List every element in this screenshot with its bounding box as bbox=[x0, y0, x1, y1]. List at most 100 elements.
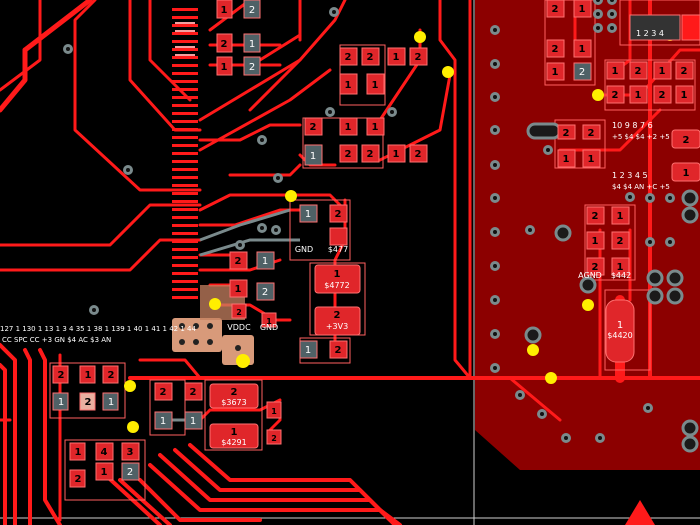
pin-label: 1 bbox=[249, 39, 255, 50]
pin-label: 1 bbox=[334, 269, 341, 280]
pin-label: 1 bbox=[372, 122, 379, 133]
pin-label: 1 bbox=[579, 44, 586, 55]
pin-label: 2 bbox=[659, 90, 666, 101]
pin-label: 1 bbox=[221, 62, 228, 73]
pin-label: 2 bbox=[367, 149, 374, 160]
net-label-3v3: +3V3 bbox=[326, 322, 348, 331]
pin-label: 1 bbox=[101, 467, 108, 478]
pin-label: 1 bbox=[345, 122, 352, 133]
pin-label: 1 bbox=[592, 236, 599, 247]
highlighted-via-group[interactable] bbox=[124, 29, 676, 433]
pin-label: 1 bbox=[681, 90, 688, 101]
pin-label: 2 bbox=[367, 52, 374, 63]
pin-label: 1 bbox=[617, 262, 624, 273]
pin-label: 3 bbox=[127, 447, 134, 458]
bottom-net-row: CC SPC CC +3 GN $4 AC $3 AN bbox=[2, 336, 111, 344]
right-pin-row-a: 1 2 3 4 bbox=[636, 29, 664, 38]
pin-label: 1 bbox=[235, 284, 242, 295]
net-label-4420: $4420 bbox=[607, 331, 632, 340]
pin-label: 1 bbox=[108, 397, 114, 408]
pin-number-labels: 1 2 2 1 1 2 2 2 1 2 1 1 1 1 2 1 2 2 1 2 … bbox=[58, 4, 690, 485]
pin-label: 2 bbox=[588, 128, 595, 139]
net-label-3673: $3673 bbox=[221, 398, 246, 407]
pin-label: 4 bbox=[101, 447, 108, 458]
pin-label: 1 bbox=[552, 67, 559, 78]
pin-label: 2 bbox=[335, 209, 342, 220]
pin-label: 2 bbox=[262, 287, 268, 298]
pin-label: 2 bbox=[231, 387, 238, 398]
pin-label: 1 bbox=[231, 427, 238, 438]
pin-label: 2 bbox=[127, 467, 133, 478]
pin-label: 2 bbox=[683, 135, 690, 146]
pin-label: 1 bbox=[372, 80, 379, 91]
net-label-vddc: VDDC bbox=[227, 323, 251, 332]
pin-label: 1 bbox=[659, 66, 666, 77]
pin-label: 1 bbox=[588, 154, 595, 165]
pin-label: 2 bbox=[310, 122, 317, 133]
pin-label: 1 bbox=[345, 80, 352, 91]
plane-marker bbox=[625, 500, 655, 525]
pin-label: 1 bbox=[683, 168, 690, 179]
pin-label: 2 bbox=[592, 262, 599, 273]
pin-label: 1 bbox=[563, 154, 570, 165]
pin-label: 2 bbox=[249, 5, 255, 16]
net-label-442: $442 bbox=[611, 271, 631, 280]
pin-label: 1 bbox=[393, 52, 400, 63]
pin-label: 2 bbox=[75, 474, 82, 485]
bottom-pin-row: 127 1 130 1 13 1 3 4 35 1 38 1 139 1 40 … bbox=[0, 325, 196, 333]
pin-label: 2 bbox=[552, 4, 559, 15]
pin-label: 2 bbox=[415, 149, 422, 160]
pin-label: 1 bbox=[262, 256, 268, 267]
pin-label: 1 bbox=[75, 447, 82, 458]
net-label-gnd: GND bbox=[295, 245, 313, 254]
pin-label: 1 bbox=[305, 345, 311, 356]
pin-label: 2 bbox=[612, 90, 619, 101]
pin-label: 2 bbox=[563, 128, 570, 139]
pin-label: 1 bbox=[393, 149, 400, 160]
pin-label: 1 bbox=[271, 407, 277, 416]
net-label-4772: $4772 bbox=[324, 281, 349, 290]
pin-label: 1 bbox=[635, 90, 642, 101]
pin-label: 1 bbox=[579, 4, 586, 15]
pin-label: 1 bbox=[617, 320, 623, 331]
ic-pad-strip[interactable] bbox=[172, 8, 198, 299]
pin-label: 2 bbox=[221, 39, 228, 50]
pin-label: 2 bbox=[160, 387, 167, 398]
pin-label: 2 bbox=[415, 52, 422, 63]
pin-label: 2 bbox=[579, 67, 585, 78]
pin-label: 2 bbox=[552, 44, 559, 55]
pin-label: 1 bbox=[305, 209, 311, 220]
pin-label: 1 bbox=[310, 151, 316, 162]
pin-label: 1 bbox=[612, 66, 619, 77]
pin-label: 2 bbox=[681, 66, 688, 77]
pin-label: 2 bbox=[635, 66, 642, 77]
right-net-row-b: +5 $4 $4 +2 +5 bbox=[612, 133, 670, 141]
pin-label: 2 bbox=[108, 370, 115, 381]
pin-label: 2 bbox=[190, 387, 197, 398]
pin-label: 2 bbox=[334, 310, 341, 321]
right-net-row-c: $4 $4 AN +C +5 bbox=[612, 183, 670, 191]
pin-label: 2 bbox=[271, 434, 277, 443]
pin-label: 1 bbox=[266, 317, 272, 326]
smd-pads[interactable] bbox=[52, 0, 700, 488]
copper-plane-cutout bbox=[475, 430, 700, 525]
pin-label: 2 bbox=[617, 236, 624, 247]
pin-label: 1 bbox=[221, 5, 228, 16]
pin-label: 1 bbox=[617, 211, 624, 222]
pin-label: 2 bbox=[249, 62, 255, 73]
net-label-477: $477 bbox=[328, 245, 348, 254]
pin-label: 1 bbox=[58, 397, 64, 408]
pin-label: 2 bbox=[236, 308, 242, 317]
net-label-agnd: AGND bbox=[578, 271, 602, 280]
net-labels: GND $477 $4772 +3V3 VDDC GND $3673 $4291… bbox=[221, 245, 632, 447]
pin-label: 2 bbox=[345, 52, 352, 63]
pin-label: 1 bbox=[190, 416, 196, 427]
ic-pad-strip-pink bbox=[175, 22, 195, 56]
pin-label: 2 bbox=[335, 345, 342, 356]
net-label-gnd: GND bbox=[260, 323, 278, 332]
pin-label: 2 bbox=[345, 149, 352, 160]
via-group[interactable] bbox=[63, 0, 699, 453]
right-pin-row-c: 1 2 3 4 5 bbox=[612, 171, 648, 180]
pin-label: 2 bbox=[85, 397, 92, 408]
